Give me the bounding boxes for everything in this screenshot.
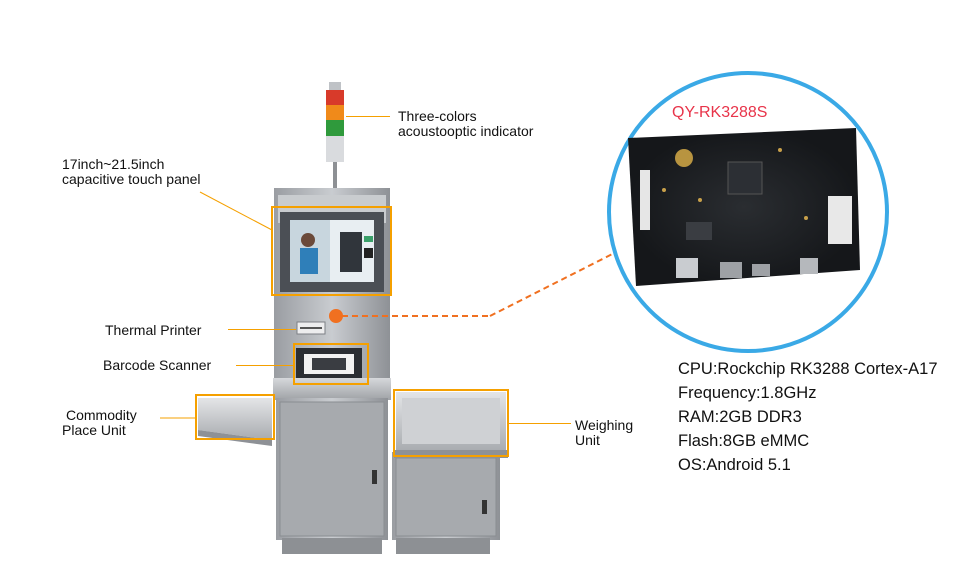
spec-flash: Flash:8GB eMMC — [678, 432, 810, 450]
indicator-label: Three-colors acoustooptic indicator — [398, 109, 533, 139]
commodity-label: Commodity Place Unit — [62, 408, 137, 438]
weighing-label-line2: Unit — [575, 432, 600, 448]
spec-ram: RAM:2GB DDR3 — [678, 408, 802, 426]
indicator-label-line2: acoustooptic indicator — [398, 123, 534, 139]
thermal-printer-slot — [296, 321, 326, 335]
printer-label: Thermal Printer — [105, 322, 202, 338]
touch-panel-label-line2: capacitive touch panel — [62, 171, 201, 187]
scanner-highlight — [293, 343, 369, 385]
indicator-leader — [346, 116, 390, 117]
indicator-light-tower — [326, 82, 344, 190]
touch-screen — [280, 212, 384, 292]
barcode-scanner — [296, 348, 362, 380]
touch-panel-highlight — [271, 206, 392, 296]
spec-os: OS:Android 5.1 — [678, 456, 791, 474]
spec-frequency: Frequency:1.8GHz — [678, 384, 817, 402]
weighing-highlight — [393, 389, 509, 457]
scanner-leader — [236, 365, 294, 366]
touch-panel-label-line1: 17inch~21.5inch — [62, 156, 165, 172]
connector-dot — [329, 309, 343, 323]
weighing-leader — [509, 423, 571, 424]
spec-cpu: CPU:Rockchip RK3288 Cortex-A17 — [678, 360, 938, 378]
board-model-label: QY-RK3288S — [672, 104, 768, 121]
scanner-label: Barcode Scanner — [103, 357, 212, 373]
commodity-label-line1: Commodity — [66, 407, 137, 423]
board-image — [628, 128, 860, 286]
indicator-label-line1: Three-colors — [398, 108, 477, 124]
kiosk-cabinet — [276, 398, 500, 554]
weighing-tray — [394, 392, 508, 458]
touch-panel-label: 17inch~21.5inch capacitive touch panel — [62, 157, 201, 187]
weighing-label: Weighing Unit — [575, 418, 633, 448]
commodity-highlight — [195, 394, 275, 440]
spec-list: CPU:Rockchip RK3288 Cortex-A17 Frequency… — [678, 357, 938, 477]
weighing-label-line1: Weighing — [575, 417, 634, 433]
commodity-label-line2: Place Unit — [62, 422, 126, 438]
printer-leader — [228, 329, 296, 330]
